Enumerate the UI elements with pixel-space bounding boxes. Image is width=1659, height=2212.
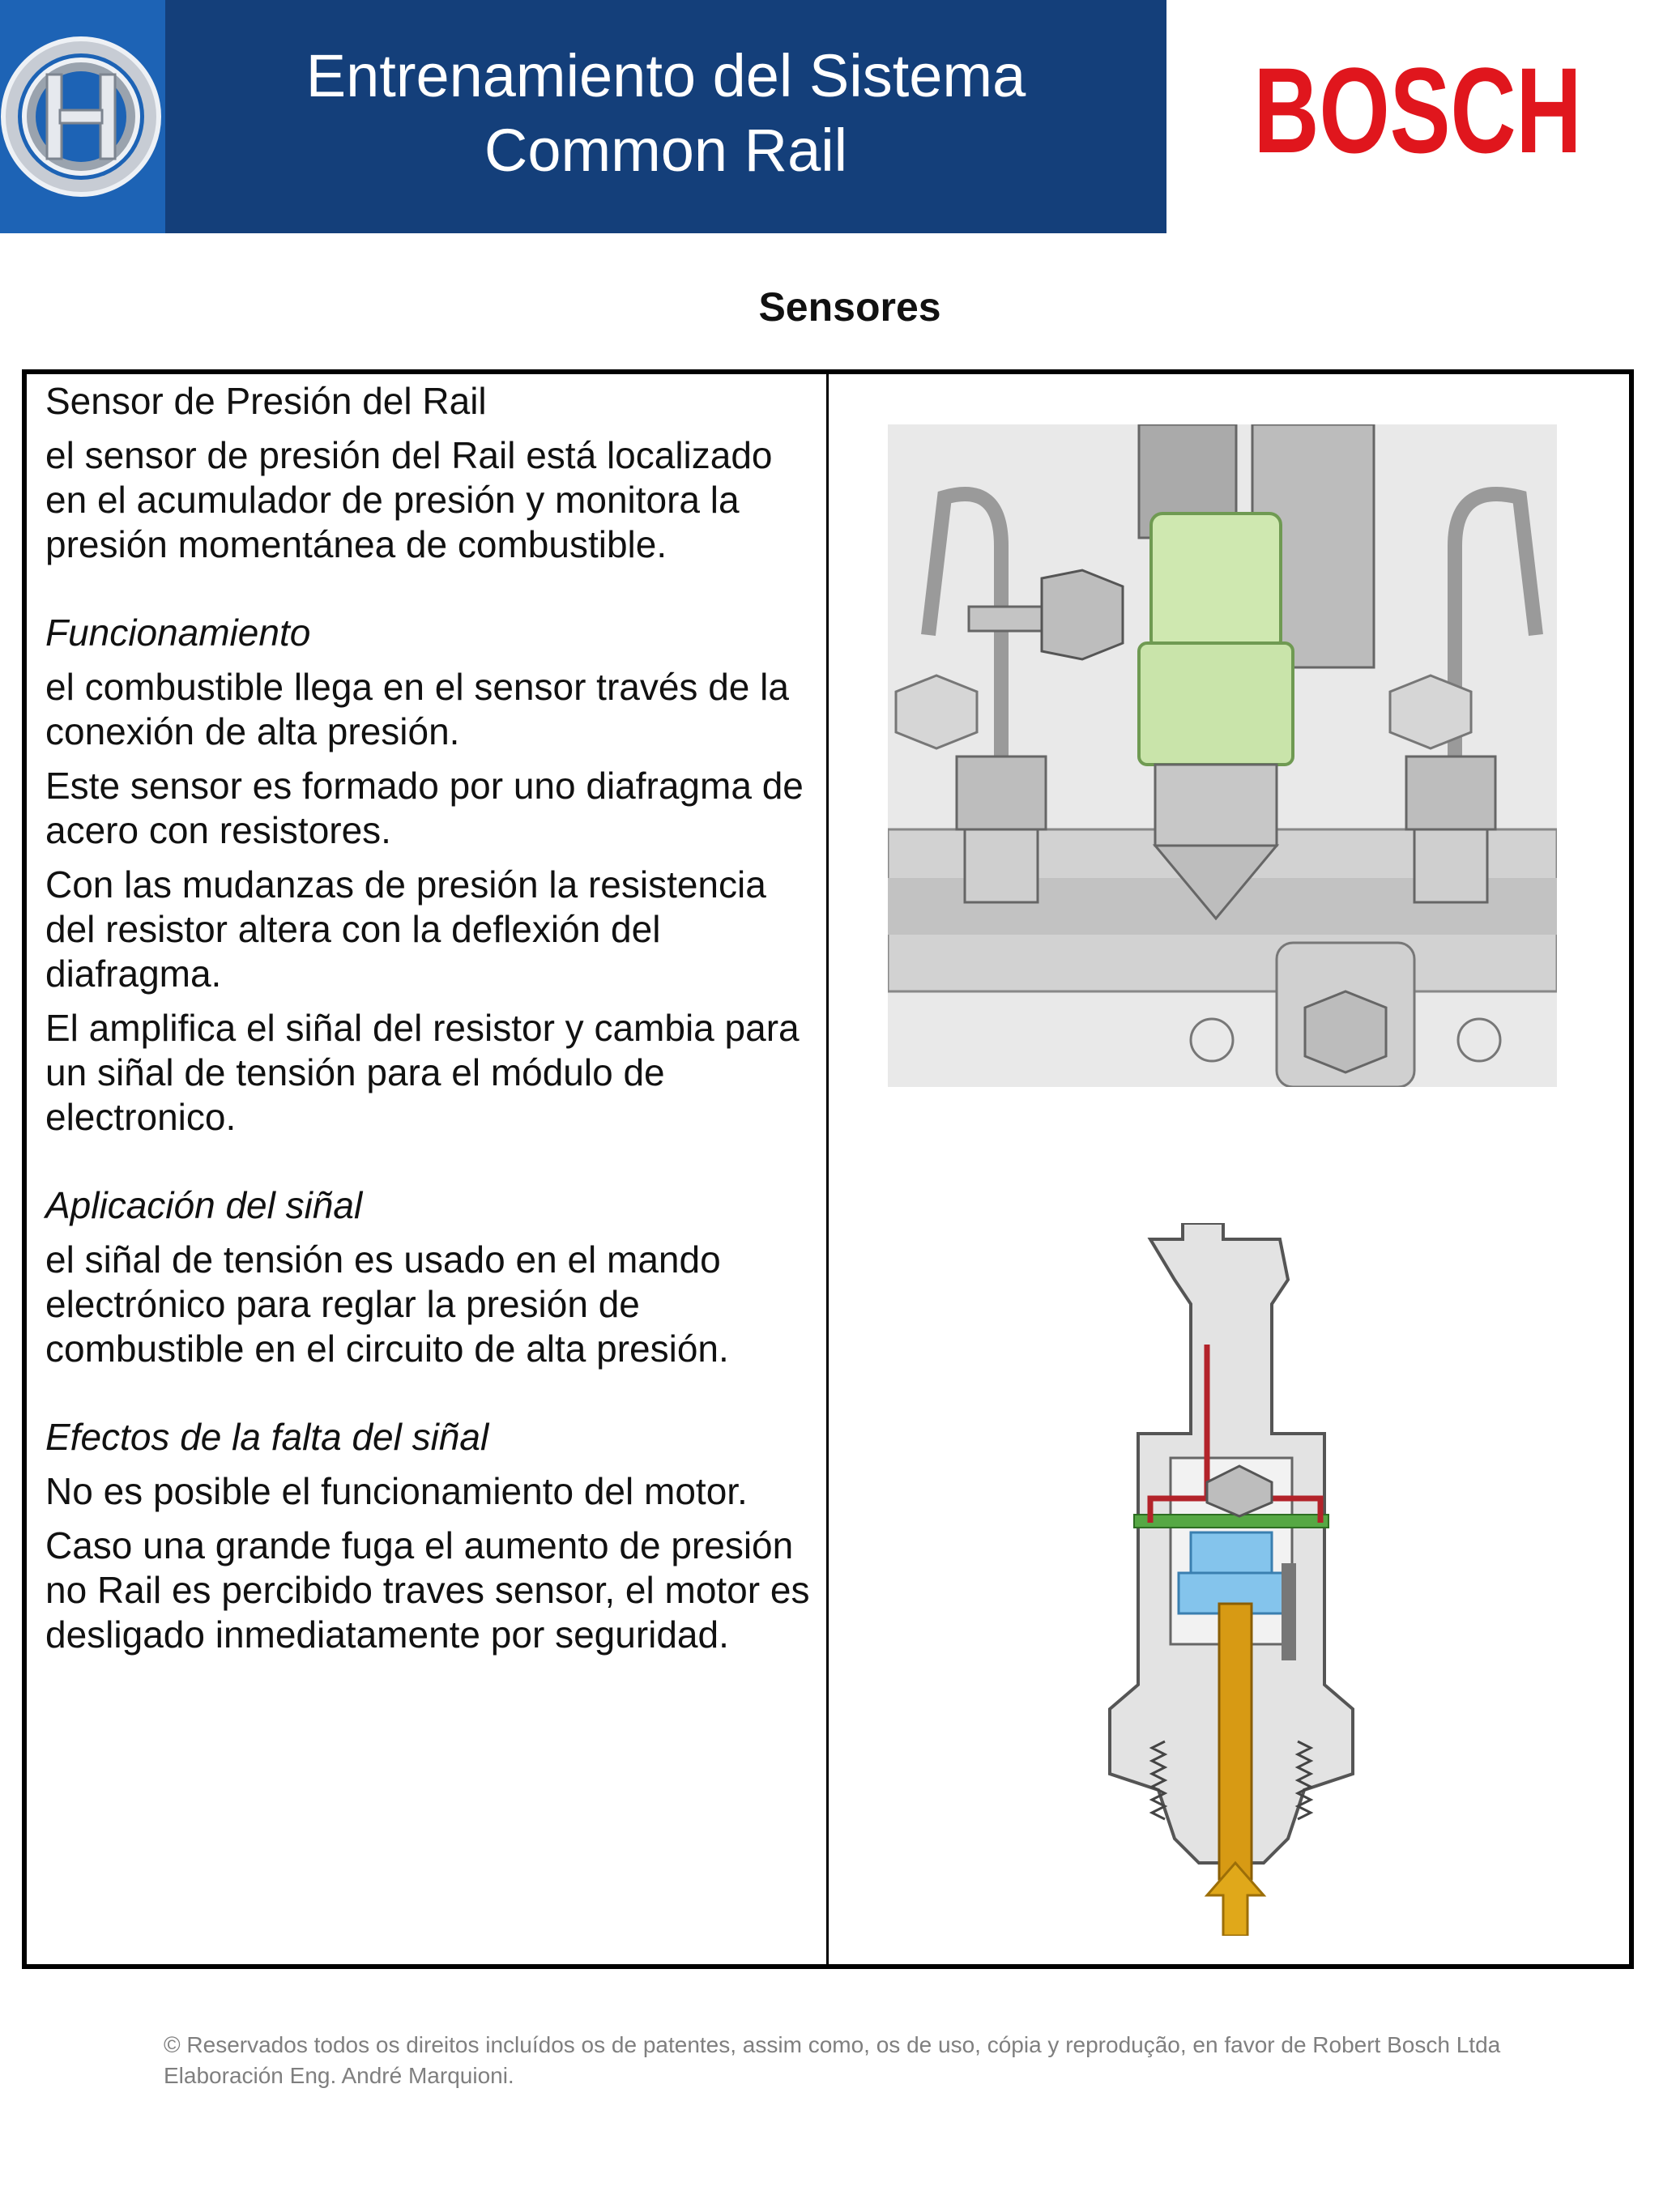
brand-text: BOSCH [1254, 47, 1582, 177]
title-line-1: Entrenamiento del Sistema [305, 42, 1026, 109]
page-title: Entrenamiento del Sistema Common Rail [165, 39, 1166, 188]
bosch-armature-logo [0, 0, 165, 233]
efectos-p2: Caso una grande fuga el aumento de presi… [45, 1524, 810, 1656]
title-line-2: Common Rail [484, 117, 848, 184]
column-divider [826, 369, 829, 1969]
section-title: Sensores [758, 284, 941, 330]
intro-text: el sensor de presión del Rail está local… [45, 434, 773, 565]
funcionamiento-p3: Con las mudanzas de presión la resistenc… [45, 863, 766, 995]
armature-icon [1, 36, 161, 197]
rail-sensor-illustration [886, 423, 1559, 1089]
bosch-wordmark: BOSCH [1239, 42, 1596, 178]
heading-funcionamiento: Funcionamiento [45, 612, 311, 654]
sensor-cutaway-diagram [1077, 1221, 1385, 1937]
efectos-p1: No es posible el funcionamiento del moto… [45, 1470, 748, 1512]
copyright-footer: © Reservados todos os direitos incluídos… [164, 2032, 1501, 2088]
heading-efectos: Efectos de la falta del siñal [45, 1416, 489, 1458]
aplicacion-p1: el siñal de tensión es usado en el mando… [45, 1238, 729, 1370]
sensor-title: Sensor de Presión del Rail [45, 380, 487, 422]
funcionamiento-p4: El amplifica el siñal del resistor y cam… [45, 1007, 800, 1138]
heading-aplicacion: Aplicación del siñal [45, 1184, 363, 1226]
header-band [0, 0, 1166, 233]
funcionamiento-p2: Este sensor es formado por uno diafragma… [45, 765, 804, 851]
text-column: Sensor de Presión del Rail el sensor de … [45, 379, 815, 1667]
funcionamiento-p1: el combustible llega en el sensor través… [45, 666, 789, 752]
